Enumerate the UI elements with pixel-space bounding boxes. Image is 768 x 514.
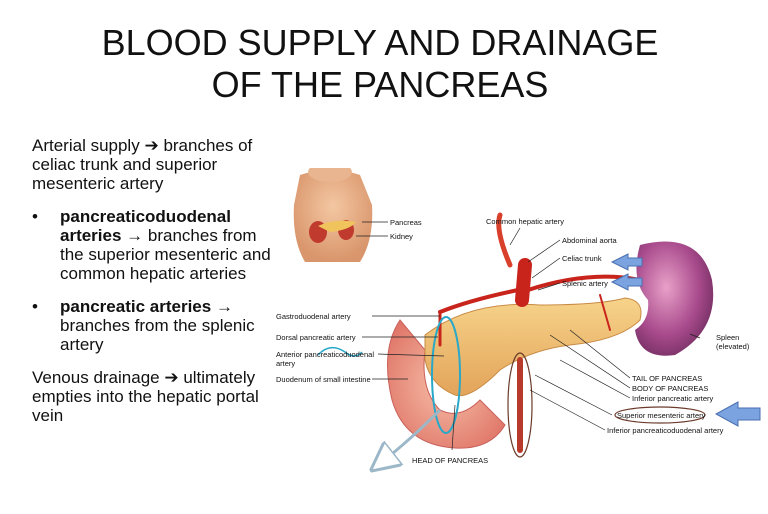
slide-title: BLOOD SUPPLY AND DRAINAGE OF THE PANCREA… xyxy=(60,22,700,106)
pancreas-mini-icon xyxy=(318,220,356,232)
right-arrow-icon: ➔ xyxy=(164,368,179,387)
label-dorsal-pancreatic-artery: Dorsal pancreatic artery xyxy=(276,333,356,342)
label-inferior-pancreatic-artery: Inferior pancreatic artery xyxy=(632,394,714,403)
venous-drainage-paragraph: Venous drainage ➔ ultimately empties int… xyxy=(32,368,272,425)
label-pancreas: Pancreas xyxy=(390,218,422,227)
label-abdominal-aorta: Abdominal aorta xyxy=(562,236,617,245)
venous-intro: Venous drainage xyxy=(32,368,160,387)
text-column: Arterial supply ➔ branches of celiac tru… xyxy=(32,136,272,439)
label-head-of-pancreas: HEAD OF PANCREAS xyxy=(412,456,488,465)
arterial-supply-paragraph: Arterial supply ➔ branches of celiac tru… xyxy=(32,136,272,193)
annotation-squiggle xyxy=(317,346,363,357)
title-line-2: OF THE PANCREAS xyxy=(211,64,549,105)
bullet-dot-icon: • xyxy=(32,297,38,316)
bullet2-arrow-icon: → xyxy=(215,297,233,316)
bullet2-bold: pancreatic arteries xyxy=(60,297,212,316)
label-kidney: Kidney xyxy=(390,232,413,241)
bullet-pancreaticoduodenal: • pancreaticoduodenal arteries → branche… xyxy=(32,207,272,283)
bullet1-bold: pancreaticoduodenal arteries xyxy=(60,207,231,245)
label-splenic-artery: Splenic artery xyxy=(562,279,608,288)
annotation-ellipse-blue xyxy=(431,316,461,434)
bullet2-rest: branches from the splenic artery xyxy=(60,316,255,354)
annotation-ellipse-brown xyxy=(614,406,706,424)
label-body-of-pancreas: BODY OF PANCREAS xyxy=(632,384,708,393)
label-superior-mesenteric-artery: Superior mesenteric artery xyxy=(617,411,706,420)
bullet1-rest: branches from the superior mesenteric an… xyxy=(60,226,271,283)
arterial-intro: Arterial supply xyxy=(32,136,140,155)
label-celiac-trunk: Celiac trunk xyxy=(562,254,602,263)
label-gastroduodenal-artery: Gastroduodenal artery xyxy=(276,312,351,321)
label-spleen: Spleen xyxy=(716,333,739,342)
label-anterior-pd-1: Anterior pancreaticoduodenal xyxy=(276,350,374,359)
label-tail-of-pancreas: TAIL OF PANCREAS xyxy=(632,374,702,383)
annotation-down-arrow xyxy=(382,408,442,462)
label-anterior-pd-2: artery xyxy=(276,359,295,368)
venous-rest: ultimately empties into the hepatic port… xyxy=(32,368,259,425)
bullet1-arrow-icon: → xyxy=(126,226,144,245)
title-line-1: BLOOD SUPPLY AND DRAINAGE xyxy=(101,22,659,63)
label-inferior-pd-artery: Inferior pancreaticoduodenal artery xyxy=(607,426,724,435)
blue-arrow-icon xyxy=(610,273,643,291)
leader-lines xyxy=(356,221,701,451)
bullet-pancreatic: • pancreatic arteries → branches from th… xyxy=(32,297,272,354)
blue-arrow-icon xyxy=(610,253,643,271)
label-duodenum: Duodenum of small intestine xyxy=(276,375,371,384)
pancreas-anatomy-illustration: Pancreas Kidney Common hepatic artery Ab… xyxy=(276,168,761,514)
spleen-shape xyxy=(635,241,714,356)
arteries xyxy=(438,212,642,453)
arterial-rest: branches of celiac trunk and superior me… xyxy=(32,136,253,193)
torso-inset xyxy=(293,168,373,262)
right-arrow-icon: ➔ xyxy=(144,136,159,155)
blue-arrow-icon xyxy=(714,401,761,427)
label-spleen-elevated: (elevated) xyxy=(716,342,750,351)
label-common-hepatic-artery: Common hepatic artery xyxy=(486,217,564,226)
bullet-dot-icon: • xyxy=(32,207,38,226)
